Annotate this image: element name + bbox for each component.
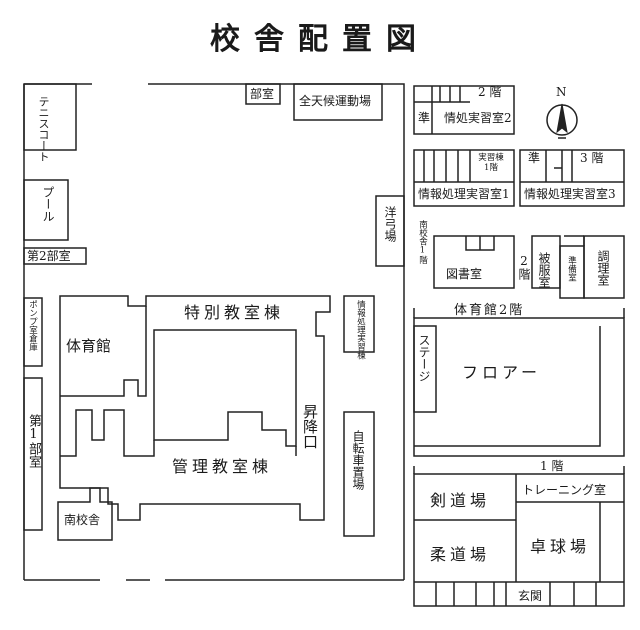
gym-2f-label: 体育館2階 <box>454 303 525 318</box>
club-room-1-label: 第1部室 <box>26 414 41 468</box>
info-room-3-label: 情報処理実習室3 <box>524 187 616 201</box>
library-outline <box>433 235 515 289</box>
gymnasium-label: 体育館 <box>66 337 112 355</box>
stage-label: ステージ <box>417 334 431 382</box>
compass-n-label: N <box>556 85 567 99</box>
info-room-2-outline <box>413 85 515 135</box>
pool-label: プール <box>41 186 55 222</box>
info-processing-bldg-label: 情報処理実習棟 <box>355 300 366 360</box>
gym-2f-outline <box>413 317 625 457</box>
prep-room-label: 準備室 <box>566 256 577 282</box>
clothing-room-label: 被服室 <box>537 252 551 288</box>
south-bldg-outline <box>57 487 113 541</box>
campus-boundary <box>23 83 405 581</box>
special-classroom-bldg-label: 特別教室棟 <box>184 303 285 322</box>
club-room-2-label: 第2部室 <box>27 249 71 263</box>
south-bldg-1f-label: 南校舎1階 <box>417 220 428 264</box>
gym-1f-outline <box>413 473 625 607</box>
pool-outline <box>23 179 69 241</box>
entrance-stairs-label: 昇降口 <box>301 404 319 449</box>
kendo-label: 剣道場 <box>430 491 491 510</box>
library-label: 図書室 <box>446 267 483 281</box>
entrance-label: 玄関 <box>518 589 543 603</box>
courtyard-outline <box>153 329 297 447</box>
floor-label: フロアー <box>462 363 542 382</box>
info-room-1-outline <box>413 149 515 207</box>
tennis-court-outline <box>23 83 77 151</box>
table-tennis-label: 卓球場 <box>530 537 591 556</box>
pump-warehouse-label: ポンプ室倉庫 <box>27 300 38 351</box>
club-room-1-outline <box>23 377 43 531</box>
training-room-label: トレーニング室 <box>522 483 607 497</box>
all-weather-field-outline <box>293 83 383 121</box>
floor2-label: 2 階 <box>478 85 502 99</box>
tennis-court-label: テニスコート <box>37 96 50 162</box>
floor3-label: 3 階 <box>580 151 604 165</box>
info-processing-bldg-outline <box>343 295 375 353</box>
bicycle-parking-label: 自転車置場 <box>351 430 365 490</box>
south-bldg-label: 南校舎 <box>64 513 101 527</box>
info-room-1-label: 情報処理実習室1 <box>418 187 510 201</box>
stage-outline <box>413 325 437 413</box>
map-title: 校舎配置図 <box>210 22 430 57</box>
cooking-room-outline <box>583 235 625 299</box>
club-room-outline <box>245 83 281 105</box>
floor1-label: 1 階 <box>540 459 564 473</box>
judo-label: 柔道場 <box>430 545 491 564</box>
pump-warehouse-outline <box>23 297 43 367</box>
archery-range-outline <box>375 195 405 267</box>
club-room-2-outline <box>23 247 87 265</box>
all-weather-field-label: 全天候運動場 <box>299 94 372 108</box>
archery-range-label: 洋弓場 <box>383 206 397 242</box>
cooking-room-label: 調理室 <box>596 250 610 286</box>
prep-label-2: 準 <box>528 151 541 165</box>
club-room-label: 部室 <box>250 87 275 101</box>
north-arrow-icon <box>556 103 568 134</box>
management-bldg-label: 管理教室棟 <box>172 457 273 476</box>
bicycle-parking-outline <box>343 411 375 537</box>
practice-bldg-1f-label: 実習棟1階 <box>478 153 504 173</box>
info-room-2-label: 情処実習室2 <box>444 111 512 125</box>
floor2-label-b: 2階 <box>517 254 531 280</box>
prep-label: 準 <box>418 111 431 125</box>
